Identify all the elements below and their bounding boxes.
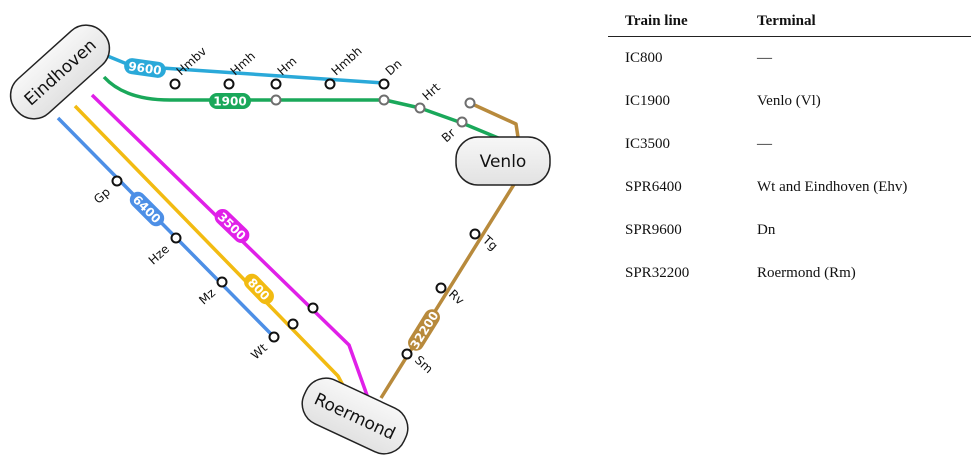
- cell-terminal: —: [757, 50, 772, 66]
- table-header-row: Train line Terminal: [608, 6, 971, 37]
- table-row: SPR6400 Wt and Eindhoven (Ehv): [608, 166, 971, 209]
- train-line-table: Train line Terminal IC800 — IC1900 Venlo…: [608, 6, 971, 295]
- cell-terminal: Venlo (Vl): [757, 93, 821, 109]
- station-marker-tg: [469, 228, 481, 240]
- station-marker-1900-hm: [270, 94, 282, 106]
- station-marker-1900-dn: [378, 94, 390, 106]
- station-label-hze: Hze: [146, 242, 172, 268]
- station-marker-sm: [401, 348, 413, 360]
- badge-ic800: 800: [244, 273, 274, 305]
- station-marker-hmbv: [169, 78, 181, 90]
- station-marker-br: [456, 116, 468, 128]
- station-markers: [111, 78, 481, 360]
- svg-text:9600: 9600: [127, 59, 162, 78]
- cell-terminal: Dn: [757, 222, 776, 238]
- station-label-mz: Mz: [196, 286, 218, 308]
- header-train-line: Train line: [625, 12, 688, 29]
- city-roermond: Roermond: [301, 377, 409, 455]
- station-marker-wt: [268, 331, 280, 343]
- table-row: SPR9600 Dn: [608, 209, 971, 252]
- station-label-gp: Gp: [91, 185, 113, 207]
- station-marker-spur: [464, 97, 476, 109]
- badge-spr32200: 32200: [407, 309, 441, 352]
- station-label-hrt: Hrt: [420, 80, 443, 103]
- station-marker-hmh: [223, 78, 235, 90]
- station-label-sm: Sm: [412, 353, 436, 376]
- rail-network-map: 9600 1900 6400 3500 800 32200: [9, 24, 551, 455]
- table-row: IC800 —: [608, 37, 971, 81]
- cell-line: IC1900: [625, 93, 670, 109]
- cell-line: IC800: [625, 50, 663, 66]
- badge-ic3500: 3500: [214, 208, 250, 244]
- table-row: IC1900 Venlo (Vl): [608, 80, 971, 123]
- station-marker-800-wt: [287, 318, 299, 330]
- station-marker-3500-wt: [307, 302, 319, 314]
- header-terminal: Terminal: [757, 12, 816, 29]
- station-label-dn: Dn: [383, 57, 405, 79]
- cell-terminal: Wt and Eindhoven (Ehv): [757, 179, 908, 195]
- cell-line: SPR32200: [625, 265, 690, 281]
- station-marker-gp: [111, 175, 123, 187]
- city-venlo: Venlo: [455, 136, 551, 186]
- cell-line: IC3500: [625, 136, 670, 152]
- station-marker-dn: [378, 78, 390, 90]
- station-label-wt: Wt: [248, 341, 270, 363]
- city-eindhoven: Eindhoven: [9, 24, 111, 120]
- station-marker-mz: [216, 276, 228, 288]
- station-label-hmbh: Hmbh: [329, 44, 365, 78]
- table-row: SPR32200 Roermond (Rm): [608, 252, 971, 295]
- station-label-br: Br: [439, 126, 458, 145]
- train-line-table-container: Train line Terminal IC800 — IC1900 Venlo…: [608, 6, 971, 295]
- cell-terminal: —: [757, 136, 772, 152]
- station-marker-hze: [170, 232, 182, 244]
- line-ic1900: [102, 75, 504, 142]
- station-marker-hm: [270, 78, 282, 90]
- station-marker-rv: [435, 282, 447, 294]
- table-row: IC3500 —: [608, 123, 971, 166]
- station-marker-hmbh: [324, 78, 336, 90]
- line-ic800: [73, 104, 348, 392]
- station-marker-hrt: [414, 102, 426, 114]
- cell-line: SPR6400: [625, 179, 682, 195]
- cell-terminal: Roermond (Rm): [757, 265, 856, 281]
- badge-spr9600: 9600: [124, 58, 166, 78]
- city-label-venlo: Venlo: [480, 152, 527, 172]
- line-ic3500: [90, 93, 370, 399]
- cell-line: SPR9600: [625, 222, 682, 238]
- svg-text:1900: 1900: [213, 95, 246, 109]
- line-spr6400: [56, 116, 276, 339]
- badge-ic1900: 1900: [209, 93, 251, 109]
- station-label-hmbv: Hmbv: [174, 44, 210, 78]
- svg-text:32200: 32200: [407, 309, 441, 352]
